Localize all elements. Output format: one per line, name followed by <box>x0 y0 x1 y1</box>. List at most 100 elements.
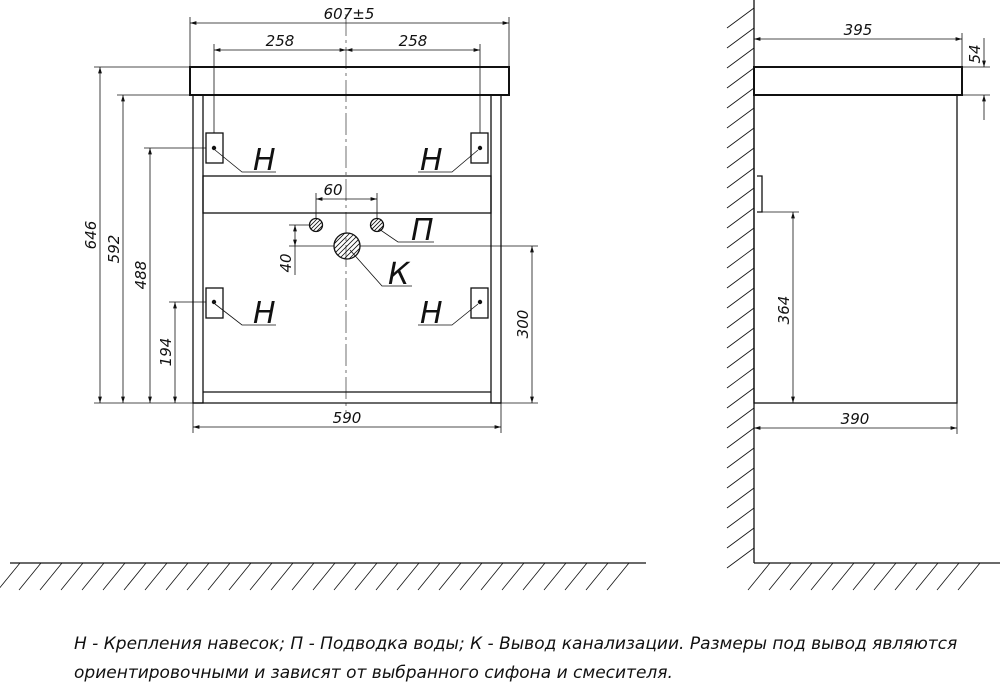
dim-half-left: 258 <box>266 32 295 50</box>
mount-bracket-top-right <box>470 132 489 164</box>
wall-hatch-line <box>726 107 755 129</box>
wall-hatch-line <box>726 7 755 29</box>
dim-half-right: 258 <box>399 32 428 50</box>
side-view: 395 54 364 390 <box>726 0 1000 591</box>
dim-overall-height: 646 <box>82 221 100 250</box>
shelf <box>202 175 492 214</box>
wall-hatch-line <box>726 527 755 549</box>
floor-hatch-line <box>81 562 105 591</box>
countertop-side <box>753 66 963 96</box>
floor-hatch-line <box>417 562 441 591</box>
dim-overall-width: 607±5 <box>324 5 375 23</box>
wall-hatch-line <box>726 87 755 109</box>
floor-hatch-line <box>768 562 792 591</box>
left-side-panel <box>192 94 204 404</box>
floor-hatch-line <box>894 562 918 591</box>
floor-hatch-line <box>543 562 567 591</box>
floor-hatch-line <box>375 562 399 591</box>
floor-hatch-line <box>606 562 630 591</box>
wall-hatch-line <box>726 507 755 529</box>
wall-hatch-line <box>726 267 755 289</box>
floor-hatch-line <box>396 562 420 591</box>
floor-hatch-line <box>789 562 813 591</box>
floor-hatch-line <box>144 562 168 591</box>
wall-hatch-line <box>726 407 755 429</box>
dim-lower-mount-height: 194 <box>157 338 175 367</box>
dim-pipe-spacing: 60 <box>323 181 342 199</box>
floor-hatch-line <box>564 562 588 591</box>
dim-body-height: 592 <box>105 235 123 264</box>
wall-hatch-line <box>726 247 755 269</box>
floor-hatch-line <box>585 562 609 591</box>
floor-hatch-line <box>291 562 315 591</box>
wall-hatch-line <box>726 307 755 329</box>
label-mount-top-left: Н <box>253 143 276 178</box>
dim-upper-mount-height: 488 <box>132 261 150 290</box>
wall-hatch-line <box>726 367 755 389</box>
legend-line-2: ориентировочными и зависят от выбранного… <box>74 663 673 683</box>
wall-hatch-line <box>726 147 755 169</box>
floor-hatch-line <box>333 562 357 591</box>
floor <box>0 562 646 591</box>
floor-hatch-line <box>915 562 939 591</box>
mount-bracket-top-left <box>205 132 224 164</box>
wall-hatch-line <box>726 227 755 249</box>
floor-hatch-line <box>831 562 855 591</box>
mount-bracket-bottom-left <box>205 287 224 319</box>
floor-hatch-line <box>873 562 897 591</box>
floor-hatch-line <box>270 562 294 591</box>
label-water: П <box>411 213 434 248</box>
floor-hatch-line <box>249 562 273 591</box>
floor-hatch-line <box>747 562 771 591</box>
wall-hatch-line <box>726 207 755 229</box>
label-drain: К <box>388 257 411 292</box>
floor-hatch-line <box>459 562 483 591</box>
legend-line-1: Н - Крепления навесок; П - Подводка воды… <box>74 634 958 654</box>
floor-hatch-line <box>852 562 876 591</box>
floor-hatch-line <box>810 562 834 591</box>
legend: Н - Крепления навесок; П - Подводка воды… <box>74 630 974 688</box>
wall-hatch-line <box>726 167 755 189</box>
wall-hatch-line <box>726 427 755 449</box>
wall-hatch-line <box>726 347 755 369</box>
floor-hatch-line <box>936 562 960 591</box>
label-mount-bottom-right: Н <box>420 296 443 331</box>
floor-hatch-line <box>18 562 42 591</box>
front-view: Н Н Н Н П К <box>82 5 538 433</box>
dim-pipe-offset: 40 <box>277 253 295 272</box>
floor-hatch-line <box>39 562 63 591</box>
mount-bracket-bottom-right <box>470 287 489 319</box>
floor-hatch-line <box>438 562 462 591</box>
dim-handle-height: 364 <box>775 296 793 325</box>
wall-hatch-line <box>726 327 755 349</box>
floor-hatch-line <box>522 562 546 591</box>
dim-bottom-width: 590 <box>333 409 362 427</box>
floor-hatch-line <box>480 562 504 591</box>
floor-hatch-line <box>123 562 147 591</box>
floor-hatch-line <box>60 562 84 591</box>
wall-hatch-line <box>726 467 755 489</box>
dim-top-thickness: 54 <box>966 44 984 63</box>
dim-top-depth: 395 <box>844 21 873 39</box>
floor-hatch-line <box>186 562 210 591</box>
door-handle <box>757 175 763 213</box>
dim-body-depth: 390 <box>841 410 870 428</box>
wall-hatch-line <box>726 187 755 209</box>
floor-hatch-line <box>957 562 981 591</box>
countertop-front <box>189 66 510 96</box>
floor-hatch-line <box>0 562 21 589</box>
wall-hatch-line <box>726 487 755 509</box>
floor-hatch-line <box>501 562 525 591</box>
cabinet-body-side <box>753 94 958 404</box>
wall-hatch-line <box>726 287 755 309</box>
wall-hatch-line <box>726 547 755 569</box>
floor-hatch-line <box>228 562 252 591</box>
floor-hatch-line <box>354 562 378 591</box>
floor-hatch-line <box>165 562 189 591</box>
wall-hatch-line <box>726 47 755 69</box>
wall-hatch-line <box>726 447 755 469</box>
label-mount-bottom-left: Н <box>253 296 276 331</box>
label-mount-top-right: Н <box>420 143 443 178</box>
dim-drain-height: 300 <box>514 310 532 339</box>
